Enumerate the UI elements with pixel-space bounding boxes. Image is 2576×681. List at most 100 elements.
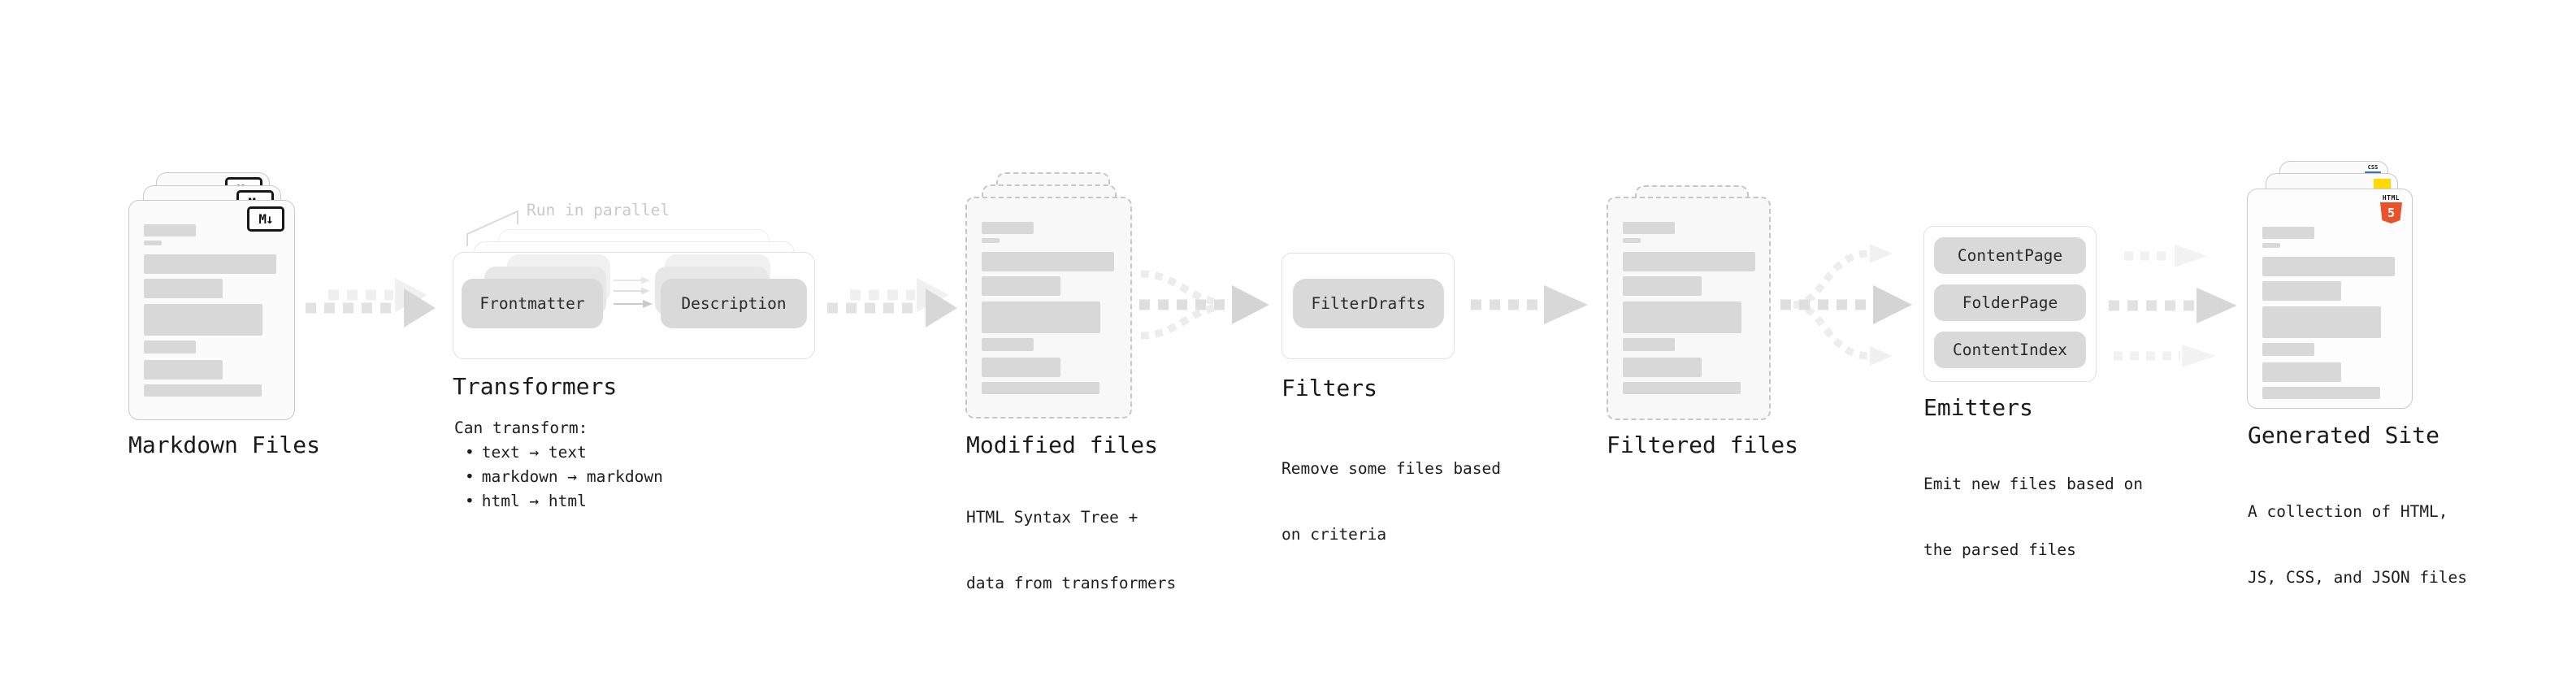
transform-bullet: • markdown → markdown <box>454 465 663 489</box>
modified-files-label: Modified files <box>966 432 1159 458</box>
arrow-emitter-middle <box>2109 288 2237 323</box>
skeleton-line <box>982 252 1114 271</box>
folder-page-label: FolderPage <box>1962 293 2058 312</box>
document-skeleton <box>144 224 280 397</box>
emitters-heading: Emitters <box>1923 394 2033 421</box>
transformers-description: Can transform: • text → text • markdown → … <box>454 416 663 514</box>
content-index-label: ContentIndex <box>1953 340 2067 359</box>
description-line: A collection of HTML, <box>2248 502 2448 521</box>
bullet-glyph: • <box>465 443 475 462</box>
skeleton-line <box>1623 276 1702 296</box>
arrow-emitter-bottom <box>2114 345 2216 367</box>
description-line: JS, CSS, and JSON files <box>2248 568 2468 587</box>
arrow-filters-to-filtered <box>1471 285 1588 324</box>
skeleton-line <box>2262 343 2314 356</box>
arrow-filtered-to-emitters-split <box>1780 244 1912 366</box>
folder-page-emitter-box: FolderPage <box>1934 284 2086 321</box>
skeleton-line <box>144 254 276 274</box>
document-skeleton <box>1623 222 1755 394</box>
generated-html-file-card: HTML 5 <box>2247 189 2413 409</box>
frontmatter-label: Frontmatter <box>479 294 585 313</box>
content-page-emitter-box: ContentPage <box>1934 237 2086 274</box>
skeleton-line <box>1623 222 1675 234</box>
arrow-emitter-top <box>2124 245 2207 267</box>
html5-shield: 5 <box>2380 202 2402 223</box>
arrow-markdown-to-transformers <box>306 278 436 327</box>
document-skeleton <box>982 222 1116 394</box>
frontmatter-transformer-box: Frontmatter <box>462 279 603 328</box>
markdown-icon-text: M↓ <box>258 211 273 227</box>
filtered-files-label: Filtered files <box>1607 432 1799 458</box>
parallel-flow-arrows <box>614 276 653 308</box>
filter-drafts-box: FilterDrafts <box>1293 279 1444 328</box>
skeleton-line <box>1623 301 1741 333</box>
skeleton-line <box>2262 306 2381 338</box>
skeleton-line <box>144 304 262 336</box>
skeleton-line <box>2262 243 2280 248</box>
skeleton-line <box>144 241 162 245</box>
skeleton-line <box>1623 382 1741 394</box>
skeleton-line <box>144 360 223 380</box>
skeleton-line <box>1623 238 1641 243</box>
description-line: the parsed files <box>1923 540 2076 559</box>
emitters-description: Emit new files based on the parsed files <box>1923 429 2143 605</box>
skeleton-line <box>982 358 1060 377</box>
filter-drafts-label: FilterDrafts <box>1311 294 1426 313</box>
css-file-icon: CSS <box>2365 165 2381 174</box>
description-line: HTML Syntax Tree + <box>966 508 1138 527</box>
skeleton-line <box>2262 257 2395 276</box>
skeleton-line <box>982 276 1060 296</box>
skeleton-line <box>982 222 1034 234</box>
html5-icon: HTML 5 <box>2380 194 2402 223</box>
document-skeleton <box>2262 227 2397 399</box>
skeleton-line <box>982 382 1099 394</box>
skeleton-line <box>2262 387 2380 399</box>
transform-bullet: •html → html <box>454 489 663 514</box>
bullet-text: text → text <box>481 443 587 462</box>
skeleton-line <box>1623 338 1675 351</box>
skeleton-line <box>2262 362 2341 382</box>
description-line: on criteria <box>1281 525 1387 544</box>
content-page-label: ContentPage <box>1957 246 2063 265</box>
run-in-parallel-annotation: Run in parallel <box>527 201 670 219</box>
skeleton-line <box>144 340 196 354</box>
skeleton-line <box>144 279 223 298</box>
skeleton-line <box>144 384 262 397</box>
arrow-modified-to-filters-merge <box>1139 270 1269 340</box>
skeleton-line <box>2262 227 2314 239</box>
html5-icon-text: HTML <box>2382 194 2400 202</box>
annotation-pointer-line <box>466 210 518 246</box>
description-line: Emit new files based on <box>1923 475 2144 493</box>
markdown-icon: M↓ <box>247 206 284 232</box>
js-file-icon <box>2374 179 2391 189</box>
filters-description: Remove some files based on criteria <box>1281 414 1501 589</box>
description-label: Description <box>681 294 787 313</box>
css-icon-text: CSS <box>2367 164 2379 171</box>
markdown-file-card-front: M↓ <box>128 200 295 420</box>
description-transformer-box: Description <box>661 279 807 328</box>
skeleton-line <box>1623 358 1702 377</box>
filters-heading: Filters <box>1281 375 1378 401</box>
skeleton-line <box>144 224 196 236</box>
generated-site-description: A collection of HTML, JS, CSS, and JSON … <box>2248 457 2467 632</box>
transformers-heading: Transformers <box>453 373 618 400</box>
skeleton-line <box>982 338 1034 351</box>
skeleton-line <box>2262 281 2341 301</box>
content-index-emitter-box: ContentIndex <box>1934 332 2086 368</box>
description-line: data from transformers <box>966 574 1177 592</box>
can-transform-title: Can transform: <box>454 419 588 437</box>
markdown-files-label: Markdown Files <box>128 432 321 458</box>
skeleton-line <box>1623 252 1755 271</box>
modified-files-description: HTML Syntax Tree + data from transformer… <box>966 462 1176 638</box>
transform-bullet: • text → text <box>454 440 663 465</box>
bullet-text: markdown → markdown <box>481 467 663 486</box>
filtered-file-card-front <box>1607 197 1771 420</box>
css-icon-underline <box>2365 171 2381 174</box>
generated-site-label: Generated Site <box>2248 422 2440 449</box>
description-line: Remove some files based <box>1281 459 1502 478</box>
html5-number: 5 <box>2387 206 2396 220</box>
modified-file-card-front <box>965 197 1132 419</box>
skeleton-line <box>982 238 1000 243</box>
bullet-glyph: • <box>465 467 475 486</box>
